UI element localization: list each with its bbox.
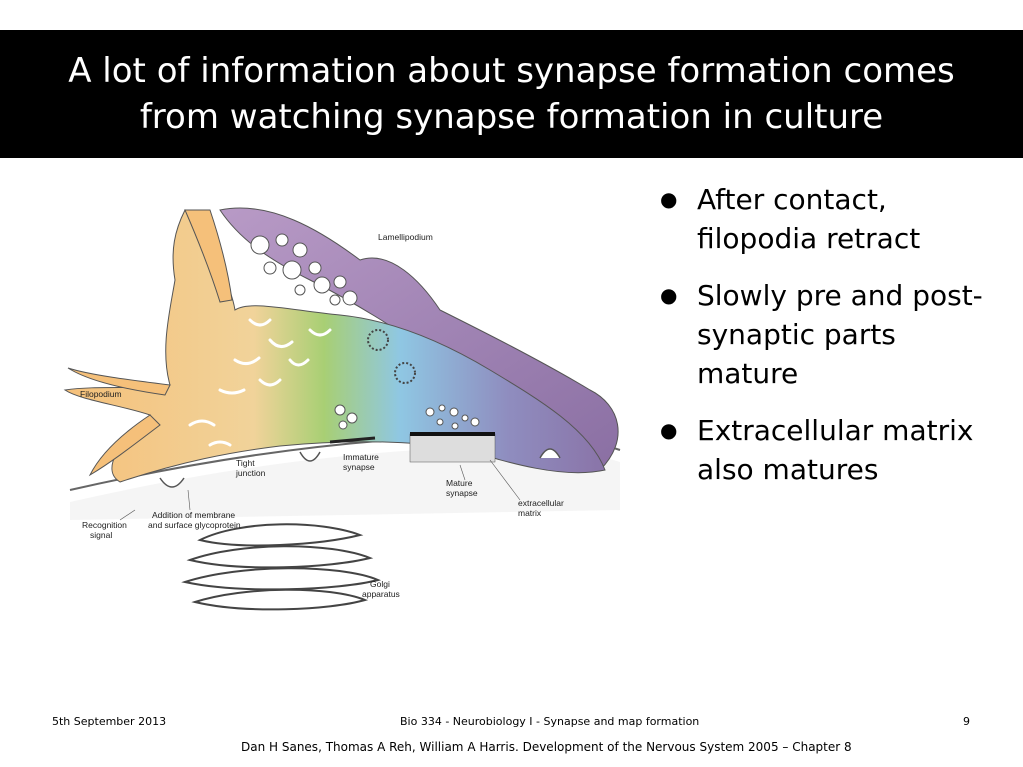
axon-shaft [184, 209, 233, 303]
label-mature-synapse-1: Mature [446, 478, 473, 488]
bullet-text: After contact, filopodia retract [697, 183, 921, 255]
target-cell-surface [70, 446, 620, 520]
bullet-text: Extracellular matrix also matures [697, 414, 974, 486]
bullet-item: ● After contact, filopodia retract [660, 180, 1005, 258]
golgi-apparatus [181, 523, 382, 611]
label-addition-2: and surface glycoprotein [148, 520, 241, 530]
label-lamellipodium: Lamellipodium [378, 232, 433, 242]
synapse-formation-diagram: Lamellipodium Filopodium Tight junction … [63, 207, 621, 611]
bullet-item: ● Slowly pre and post-synaptic parts mat… [660, 276, 1005, 393]
bullet-list: ● After contact, filopodia retract ● Slo… [660, 180, 1005, 507]
lamellipodium-pit [539, 448, 561, 459]
footer-page-number: 9 [963, 715, 970, 728]
slide-title-line-1: A lot of information about synapse forma… [68, 51, 955, 91]
bullet-dot-icon: ● [660, 187, 678, 211]
immature-synapse-thickening [329, 436, 376, 444]
label-extracellular-matrix-2: matrix [518, 508, 542, 518]
footer-date: 5th September 2013 [52, 715, 167, 728]
bullet-dot-icon: ● [660, 418, 678, 442]
coated-vesicles [367, 329, 416, 384]
label-golgi-2: apparatus [362, 589, 400, 599]
bullet-text: Slowly pre and post-synaptic parts matur… [697, 279, 983, 390]
label-filopodium: Filopodium [80, 389, 122, 399]
slide-title-line-2: from watching synapse formation in cultu… [139, 97, 884, 137]
label-tight-junction-2: junction [235, 468, 266, 478]
tight-junction-pit [299, 451, 321, 462]
slide-title-bar: A lot of information about synapse forma… [0, 30, 1023, 158]
bullet-dot-icon: ● [660, 283, 678, 307]
membrane-tubules [188, 318, 332, 447]
label-mature-synapse-2: synapse [446, 488, 478, 498]
mature-synapse-cleft [409, 433, 496, 463]
label-immature-synapse-2: synapse [343, 462, 375, 472]
label-addition-1: Addition of membrane [152, 510, 235, 520]
footer-citation: Dan H Sanes, Thomas A Reh, William A Har… [241, 740, 852, 754]
label-immature-synapse-1: Immature [343, 452, 379, 462]
recognition-pit [159, 477, 185, 488]
label-golgi-1: Golgi [370, 579, 390, 589]
label-recognition-signal-2: signal [90, 530, 112, 540]
filopodium-lower [88, 414, 161, 477]
label-extracellular-matrix-1: extracellular [518, 498, 564, 508]
bullet-item: ● Extracellular matrix also matures [660, 411, 1005, 489]
filopodium-upper [67, 367, 171, 396]
label-recognition-signal-1: Recognition [82, 520, 127, 530]
label-tight-junction-1: Tight [236, 458, 255, 468]
footer-course: Bio 334 - Neurobiology I - Synapse and m… [400, 715, 700, 728]
mature-vesicle-cluster [334, 404, 480, 430]
synaptic-vesicles [250, 233, 358, 306]
